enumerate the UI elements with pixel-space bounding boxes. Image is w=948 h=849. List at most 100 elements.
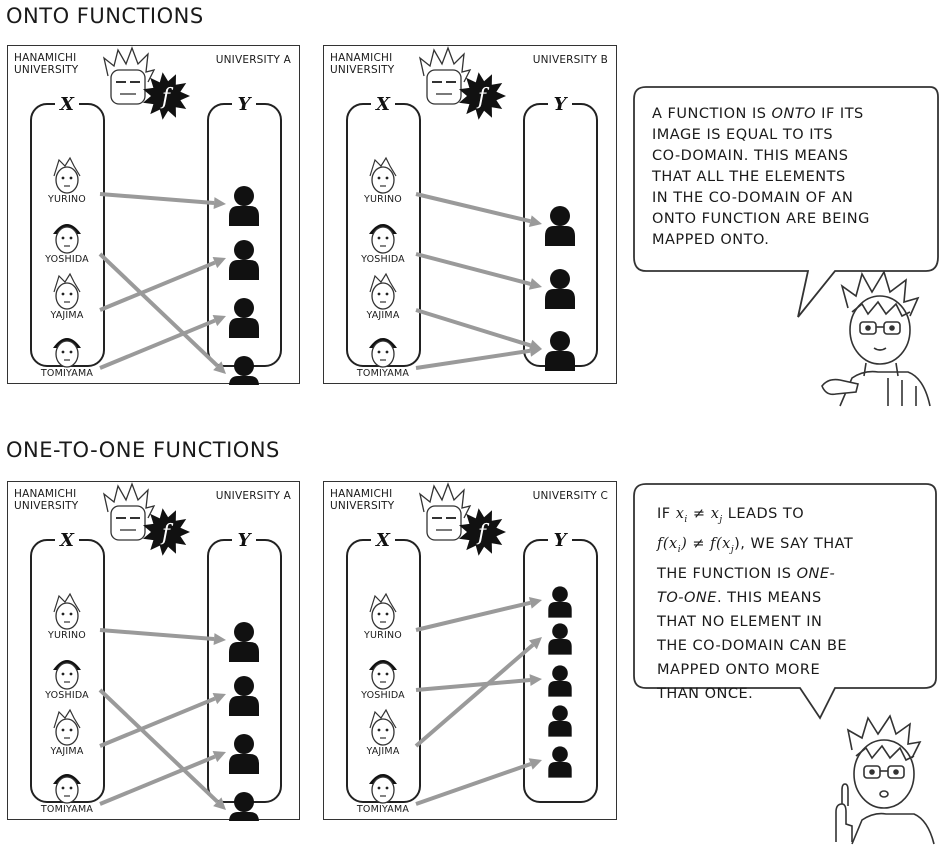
domain-person-face-tomiyama bbox=[369, 338, 397, 368]
function-starburst-icon bbox=[143, 72, 190, 120]
arrow-head bbox=[213, 361, 226, 374]
codomain-person-icon bbox=[229, 622, 259, 662]
onto-definition-text: A FUNCTION IS ONTO IF ITS IMAGE IS EQUAL… bbox=[652, 106, 870, 248]
codomain-person-icon bbox=[229, 792, 259, 821]
codomain-person-icon bbox=[548, 746, 572, 778]
set-x-label: X bbox=[59, 530, 75, 551]
leader-character-icon bbox=[418, 46, 472, 105]
arrow-head bbox=[529, 674, 542, 687]
codomain-person-icon bbox=[548, 586, 572, 618]
arrow-head bbox=[528, 758, 542, 770]
target-university-label: UNIVERSITY B bbox=[532, 54, 608, 66]
mapping-arrow bbox=[98, 252, 219, 368]
mapping-arrow bbox=[99, 318, 216, 370]
set-x-label: X bbox=[375, 530, 391, 551]
codomain-person-icon bbox=[229, 734, 259, 774]
set-x-label: X bbox=[59, 94, 75, 115]
domain-person-face-tomiyama bbox=[53, 774, 81, 804]
mapping-arrow bbox=[414, 643, 535, 748]
arrow-head bbox=[529, 344, 542, 357]
target-university-label: UNIVERSITY A bbox=[215, 490, 291, 502]
target-university-label: UNIVERSITY A bbox=[215, 54, 291, 66]
mapping-arrow bbox=[415, 762, 532, 806]
domain-name-label: YOSHIDA bbox=[361, 254, 405, 265]
mapping-arrow bbox=[415, 252, 531, 286]
function-starburst-icon bbox=[143, 508, 190, 556]
arrow-head bbox=[212, 751, 226, 763]
domain-person-face-yajima bbox=[53, 272, 81, 310]
codomain-person-icon bbox=[229, 676, 259, 716]
codomain-person-icon bbox=[545, 269, 575, 309]
domain-person-face-yurino bbox=[369, 156, 397, 194]
domain-name-label: TOMIYAMA bbox=[40, 804, 94, 815]
codomain-person-icon bbox=[548, 623, 572, 655]
domain-name-label: YURINO bbox=[364, 630, 402, 641]
domain-person-face-yajima bbox=[53, 708, 81, 746]
codomain-person-icon bbox=[548, 705, 572, 737]
narrator-character-pointing-illustration bbox=[835, 714, 935, 845]
codomain-person-icon bbox=[229, 298, 259, 338]
narrator-character-illustration bbox=[821, 270, 931, 407]
arrow-head bbox=[528, 596, 542, 609]
domain-person-face-yoshida bbox=[369, 660, 397, 690]
codomain-person-icon bbox=[229, 356, 259, 385]
codomain-person-icon bbox=[229, 186, 259, 226]
codomain-person-icon bbox=[229, 240, 259, 280]
arrow-head bbox=[213, 197, 226, 210]
mapping-arrow bbox=[415, 348, 531, 370]
mapping-arrow bbox=[99, 754, 216, 806]
one-to-one-definition-text: IF xi ≠ xj LEADS TO f(xi) ≠ f(xj), WE SA… bbox=[657, 506, 854, 702]
arrow-head bbox=[528, 278, 542, 290]
mapping-arrow bbox=[99, 260, 216, 312]
domain-person-face-yurino bbox=[53, 156, 81, 194]
leader-character-icon bbox=[102, 46, 156, 105]
domain-person-face-yoshida bbox=[53, 660, 81, 690]
domain-person-face-tomiyama bbox=[369, 774, 397, 804]
leader-character-icon bbox=[102, 482, 156, 541]
domain-name-label: YOSHIDA bbox=[361, 690, 405, 701]
set-y-label: Y bbox=[238, 530, 253, 551]
codomain-person-icon bbox=[545, 331, 575, 371]
mapping-arrow bbox=[99, 192, 215, 206]
one-to-one-speech-bubble bbox=[633, 483, 937, 720]
domain-name-label: YURINO bbox=[364, 194, 402, 205]
domain-name-label: YAJIMA bbox=[50, 746, 84, 757]
target-university-label: UNIVERSITY C bbox=[532, 490, 608, 502]
domain-person-face-yajima bbox=[369, 272, 397, 310]
domain-name-label: YURINO bbox=[48, 630, 86, 641]
codomain-person-icon bbox=[548, 665, 572, 697]
mapping-arrow bbox=[415, 308, 532, 348]
mapping-arrow bbox=[415, 600, 531, 632]
domain-name-label: YURINO bbox=[48, 194, 86, 205]
mapping-arrow bbox=[415, 192, 531, 224]
arrow-head bbox=[212, 693, 226, 705]
domain-name-label: YOSHIDA bbox=[45, 690, 89, 701]
domain-person-face-yajima bbox=[369, 708, 397, 746]
set-y-label: Y bbox=[238, 94, 253, 115]
mapping-arrow bbox=[415, 678, 531, 692]
domain-name-label: TOMIYAMA bbox=[356, 804, 410, 815]
mapping-arrow bbox=[98, 688, 219, 804]
domain-name-label: YAJIMA bbox=[366, 746, 400, 757]
domain-person-face-yurino bbox=[369, 592, 397, 630]
function-starburst-icon bbox=[459, 72, 506, 120]
domain-person-face-yoshida bbox=[53, 224, 81, 254]
onto-heading: ONTO FUNCTIONS bbox=[6, 4, 204, 28]
arrow-head bbox=[528, 637, 542, 650]
set-y-label: Y bbox=[554, 530, 569, 551]
arrow-head bbox=[213, 633, 226, 646]
domain-name-label: YAJIMA bbox=[50, 310, 84, 321]
domain-person-face-yoshida bbox=[369, 224, 397, 254]
set-y-label: Y bbox=[554, 94, 569, 115]
domain-name-label: YAJIMA bbox=[366, 310, 400, 321]
set-x-label: X bbox=[375, 94, 391, 115]
domain-name-label: YOSHIDA bbox=[45, 254, 89, 265]
leader-character-icon bbox=[418, 482, 472, 541]
domain-person-face-tomiyama bbox=[53, 338, 81, 368]
function-starburst-icon bbox=[459, 508, 506, 556]
arrow-head bbox=[212, 315, 226, 327]
